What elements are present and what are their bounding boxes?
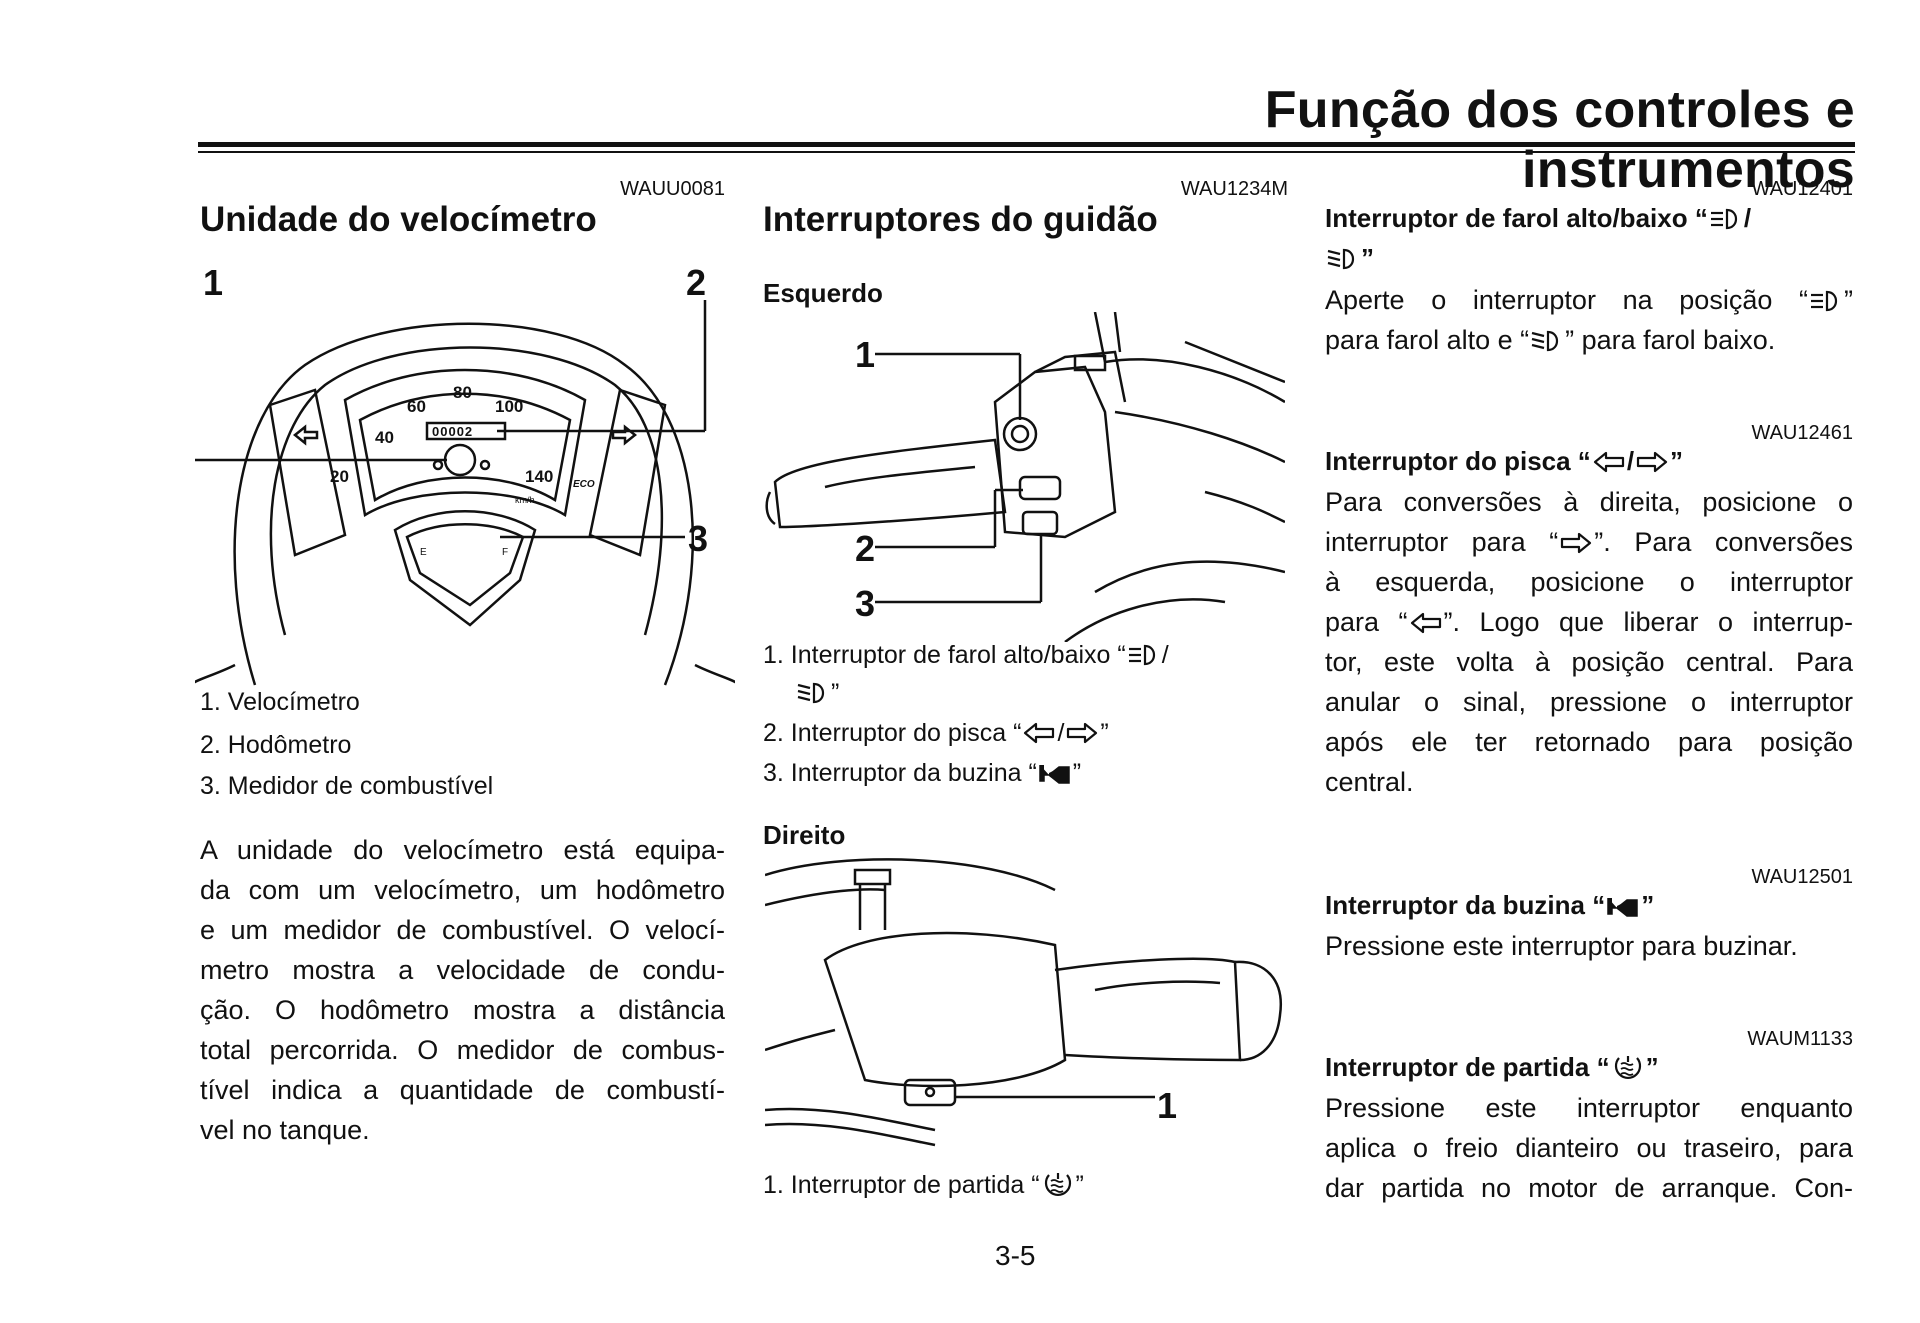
- turn-left-icon: [1408, 608, 1444, 636]
- gauge-label-20: 20: [330, 467, 349, 486]
- caption-dimmer-switch-cont: ”: [795, 673, 839, 713]
- body-line: da com um velocímetro, um hodômetro: [200, 875, 725, 905]
- caption-dimmer-switch: 1. Interruptor de farol alto/baixo “/: [763, 641, 1169, 669]
- dimmer-switch-body-2: para farol alto e “” para farol baixo.: [1325, 325, 1776, 355]
- horn-body: Pressione este interruptor para buzinar.: [1325, 931, 1798, 961]
- callout-2: 2: [855, 528, 876, 569]
- fuel-empty-mark: E: [420, 547, 427, 558]
- body-line: A unidade do velocímetro está equipa-: [200, 835, 725, 865]
- header-rule-thin: [198, 151, 1855, 153]
- turn-signal-body: Para conversões à direita, posicione o i…: [1325, 487, 1853, 797]
- section-code: WAUM1133: [1747, 1028, 1853, 1050]
- body-line: metro mostra a velocidade de condu-: [200, 955, 725, 985]
- gauge-label-140: 140: [525, 467, 553, 486]
- caption-speedometer: 1. Velocímetro: [200, 688, 360, 716]
- callout-2: 2: [686, 262, 707, 303]
- turn-left-icon: [1021, 719, 1057, 747]
- fuel-full-mark: F: [502, 547, 508, 558]
- low-beam-icon: [1529, 326, 1565, 354]
- eco-indicator: ECO: [573, 479, 595, 490]
- caption-fuel-gauge: 3. Medidor de combustível: [200, 772, 494, 800]
- body-line: e um medidor de combustível. O velocí-: [200, 915, 725, 945]
- body-line: tível indica a quantidade de combustí-: [200, 1075, 725, 1105]
- start-icon: [1610, 1054, 1646, 1082]
- section-title: Unidade do velocímetro: [200, 200, 597, 239]
- dimmer-switch-body: Aperte o interruptor na posição “”: [1325, 285, 1853, 315]
- section-code: WAU12461: [1751, 422, 1853, 444]
- subsection-left: Esquerdo: [763, 278, 883, 308]
- callout-1: 1: [203, 262, 224, 303]
- low-beam-icon: [1325, 245, 1361, 273]
- section-code: WAU12501: [1751, 866, 1853, 888]
- body-line: vel no tanque.: [200, 1115, 370, 1145]
- gauge-label-60: 60: [407, 397, 426, 416]
- turn-signal-title: Interruptor do pisca “/”: [1325, 446, 1684, 476]
- callout-1: 1: [855, 334, 876, 375]
- start-switch-body: Pressione este interruptor enquanto apli…: [1325, 1093, 1853, 1203]
- low-beam-icon: [795, 679, 831, 707]
- turn-left-icon: [1591, 448, 1627, 476]
- gauge-label-40: 40: [375, 428, 394, 447]
- horn-icon: [1605, 892, 1641, 920]
- callout-3: 3: [688, 518, 709, 559]
- caption-horn: 3. Interruptor da buzina “”: [763, 759, 1082, 787]
- page-header-title: Função dos controles e instrumentos: [1264, 81, 1855, 199]
- callout-1: 1: [1157, 1085, 1178, 1126]
- body-line: ção. O hodômetro mostra a distância: [200, 995, 725, 1025]
- caption-odometer: 2. Hodômetro: [200, 731, 352, 759]
- high-beam-icon: [1126, 641, 1162, 669]
- start-switch-title: Interruptor de partida “”: [1325, 1052, 1659, 1082]
- turn-right-icon: [1558, 528, 1594, 556]
- section-code: WAU1234M: [1180, 178, 1288, 200]
- dimmer-switch-title: Interruptor de farol alto/baixo “/: [1325, 203, 1752, 233]
- turn-right-icon: [1634, 448, 1670, 476]
- left-body-text: A unidade do velocímetro está equipa- da…: [200, 830, 725, 1150]
- gauge-label-80: 80: [453, 383, 472, 402]
- header-rule: [198, 142, 1855, 147]
- left-handlebar-illustration: [765, 312, 1285, 642]
- body-line: total percorrida. O medidor de combus-: [200, 1035, 725, 1065]
- odometer-readout: 00002: [432, 424, 473, 439]
- speedometer-illustration: 20 40 60 80 100 140 00002 km/h ECO E F: [195, 300, 735, 686]
- gauge-unit: km/h: [515, 495, 535, 505]
- horn-title: Interruptor da buzina “”: [1325, 890, 1655, 920]
- callout-3: 3: [855, 583, 876, 624]
- section-title: Interruptores do guidão: [763, 200, 1158, 239]
- high-beam-icon: [1708, 205, 1744, 233]
- section-code: WAUU0081: [620, 178, 725, 200]
- page-number: 3-5: [995, 1240, 1036, 1271]
- high-beam-icon: [1808, 286, 1844, 314]
- gauge-label-100: 100: [495, 397, 523, 416]
- subsection-right: Direito: [763, 820, 846, 850]
- turn-right-icon: [1064, 719, 1100, 747]
- start-icon: [1040, 1171, 1076, 1199]
- caption-turn-signal: 2. Interruptor do pisca “/”: [763, 719, 1109, 747]
- section-code: WAU12401: [1751, 178, 1853, 200]
- right-handlebar-illustration: [765, 858, 1283, 1147]
- dimmer-switch-title-cont: ”: [1325, 243, 1374, 274]
- horn-icon: [1037, 759, 1073, 787]
- caption-start-switch: 1. Interruptor de partida “”: [763, 1171, 1084, 1199]
